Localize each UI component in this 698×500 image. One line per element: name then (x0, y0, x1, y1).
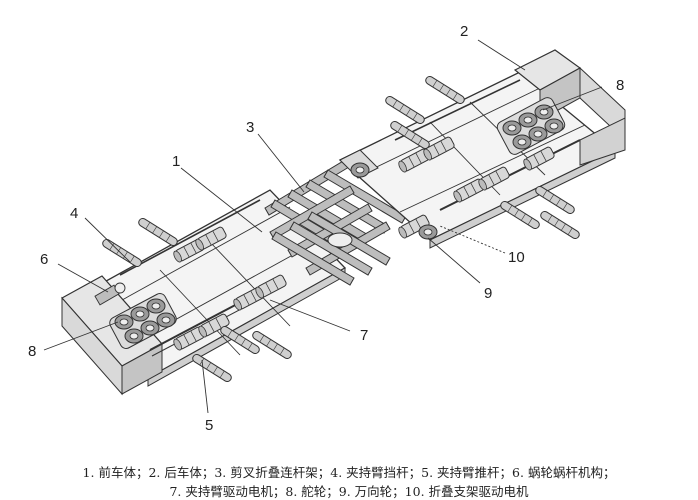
callout-6: 6 (40, 251, 48, 268)
callout-8-front: 8 (28, 343, 36, 360)
callout-2: 2 (460, 23, 468, 40)
caption-line-1: 1. 前车体；2. 后车体；3. 剪叉折叠连杆架；4. 夹持臂挡杆；5. 夹持臂… (82, 465, 616, 480)
worm-gear-mechanism (94, 282, 126, 306)
steering-wheel-front (109, 293, 177, 349)
callout-8-rear: 8 (616, 77, 624, 94)
scissor-folding-linkage (264, 159, 407, 286)
callout-3: 3 (246, 119, 254, 136)
callout-1: 1 (172, 153, 180, 170)
leader-lines (43, 39, 603, 414)
callout-4: 4 (70, 205, 78, 222)
callout-9: 9 (484, 285, 492, 302)
callout-7: 7 (360, 327, 368, 344)
rear-push-rod (439, 139, 581, 211)
clamping-arm-baffle-rods-rear (383, 74, 582, 241)
rear-vehicle-body (338, 49, 626, 249)
callout-10: 10 (508, 249, 525, 266)
steering-wheel-rear (496, 97, 566, 155)
caption-line-2: 7. 夹持臂驱动电机；8. 舵轮；9. 万向轮；10. 折叠支架驱动电机 (169, 484, 529, 499)
callout-5: 5 (205, 417, 213, 434)
universal-wheel (418, 224, 438, 240)
